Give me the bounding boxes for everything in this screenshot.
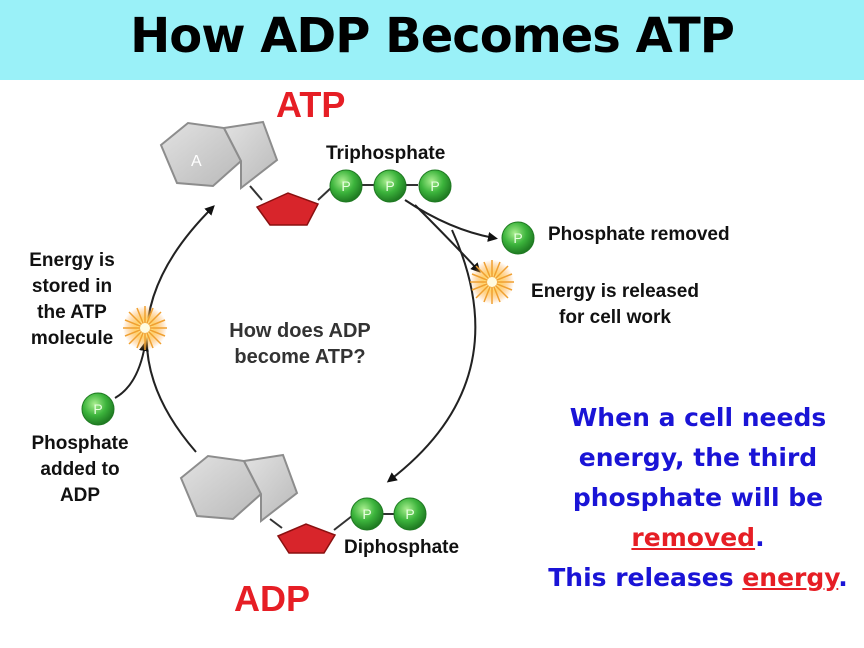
adp-adenine-pentagon (242, 453, 299, 524)
adenine-letter: A (191, 153, 202, 170)
atp-phosphate-2 (373, 169, 407, 203)
atp-label: ATP (276, 84, 346, 125)
page-title: How ADP Becomes ATP (130, 8, 735, 64)
energy-released-label: Energy is released for cell work (531, 281, 699, 328)
phosphate-removed-arrow (404, 199, 498, 242)
added-phosphate (81, 392, 115, 426)
adp-phosphate-1 (350, 497, 384, 531)
energy-word: energy (742, 563, 839, 592)
adp-ribose-pentagon (276, 523, 337, 554)
triphosphate-label: Triphosphate (326, 143, 446, 164)
cycle-arc-right (386, 229, 477, 483)
diphosphate-label: Diphosphate (344, 537, 460, 558)
energy-released-burst-icon (470, 260, 514, 304)
removed-word: removed (631, 523, 756, 552)
added-phosphate-letter: P (93, 401, 102, 417)
center-question: How does ADP become ATP? (229, 320, 371, 368)
atp-adenine-pentagon (222, 120, 279, 191)
atp-phosphate-3 (418, 169, 452, 203)
adp-phosphate-2 (393, 497, 427, 531)
energy-released-arrow (414, 204, 481, 273)
adp-phosphate-2-letter: P (405, 506, 414, 522)
energy-stored-burst-icon (123, 306, 167, 350)
atp-phosphate-3-letter: P (430, 178, 439, 194)
atp-ribose-pentagon (255, 192, 320, 226)
removed-phosphate-letter: P (513, 230, 522, 246)
phosphate-added-label: Phosphate added to ADP (31, 433, 129, 506)
title-bar (0, 0, 864, 80)
adp-phosphate-1-letter: P (362, 506, 371, 522)
adp-label: ADP (234, 578, 311, 619)
phosphate-removed-label: Phosphate removed (548, 224, 730, 245)
energy-stored-label: Energy is stored in the ATP molecule (29, 250, 115, 349)
phosphate-added-arrow (114, 341, 149, 399)
explanation-note: When a cell needs energy, the third phos… (548, 403, 848, 592)
atp-phosphate-1 (329, 169, 363, 203)
atp-phosphate-1-letter: P (341, 178, 350, 194)
atp-phosphate-2-letter: P (385, 178, 394, 194)
removed-phosphate (501, 221, 535, 255)
